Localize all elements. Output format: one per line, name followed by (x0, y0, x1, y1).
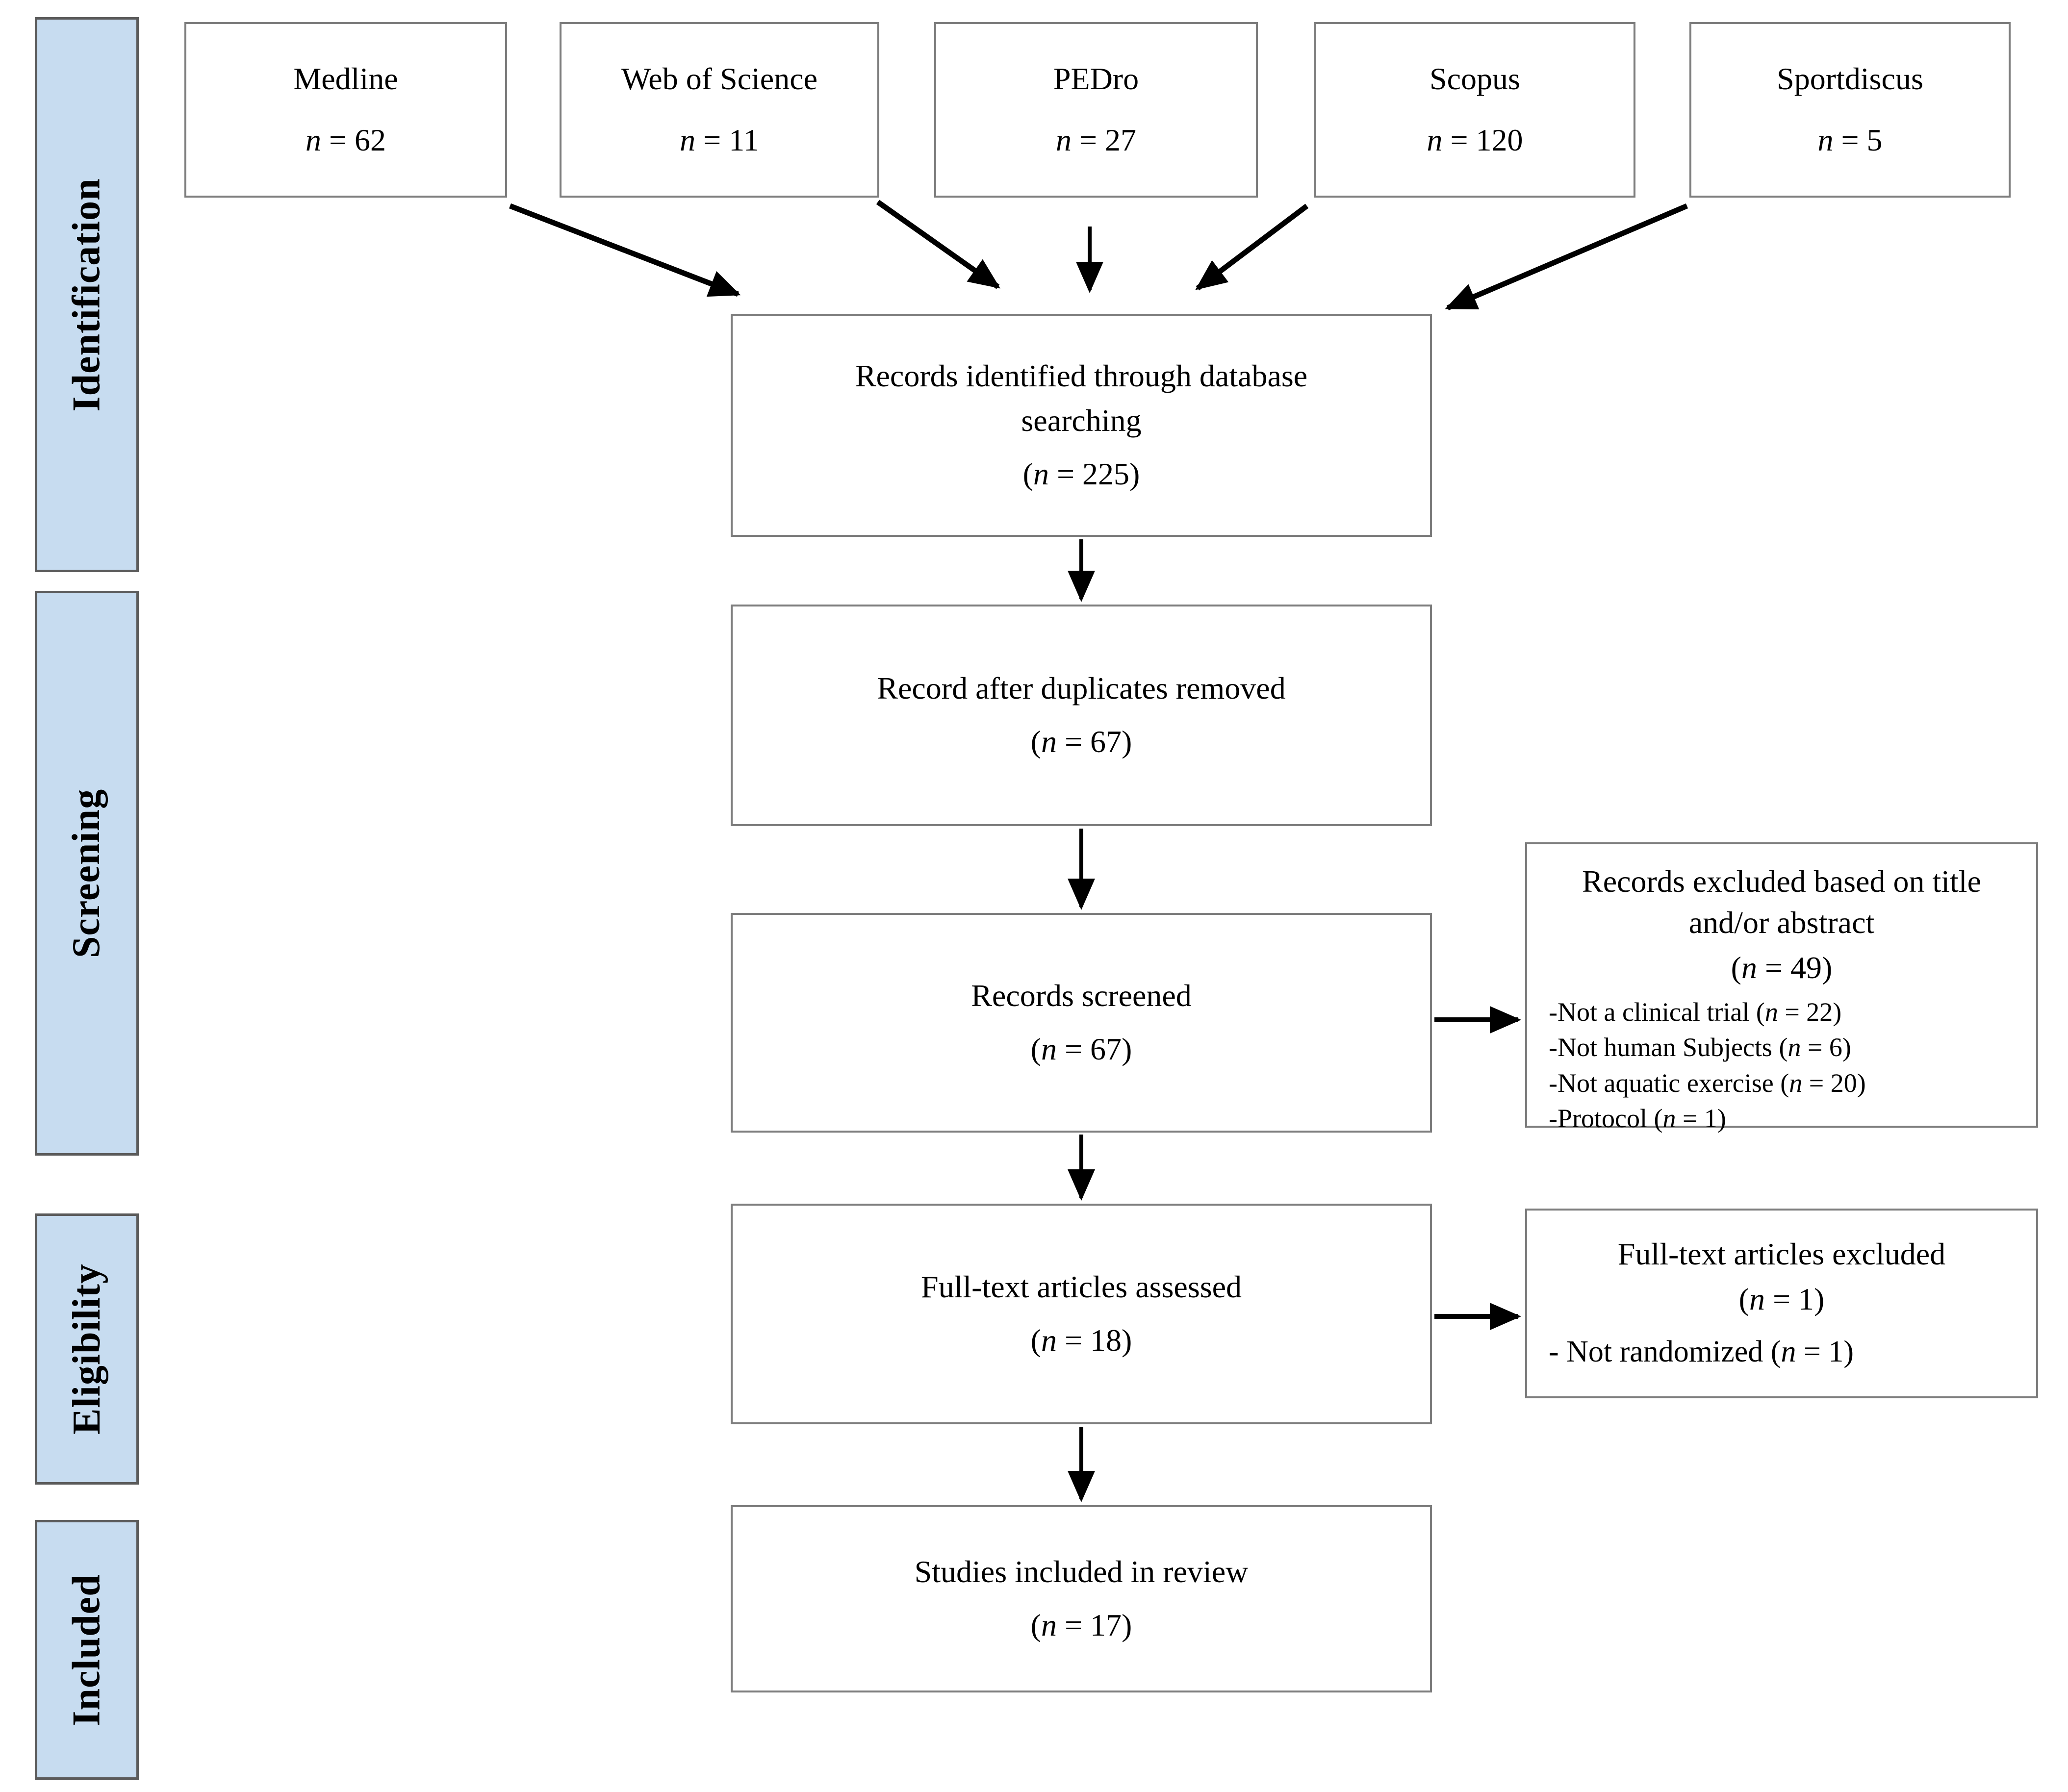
stage-included: Included (35, 1520, 139, 1780)
source-box-medline: Medline n = 62 (184, 22, 507, 198)
exclusion-count: (n = 49) (1731, 950, 1833, 985)
source-count: n = 62 (305, 123, 386, 157)
source-box-pedro: PEDro n = 27 (934, 22, 1258, 198)
flow-count: (n = 67) (1030, 724, 1132, 759)
source-box-web-of-science: Web of Science n = 11 (560, 22, 879, 198)
flow-box-records-identified: Records identified through database sear… (731, 314, 1432, 537)
source-count: n = 120 (1427, 123, 1523, 157)
exclusion-title: Records excluded based on title and/or a… (1582, 864, 1981, 940)
source-box-sportdiscus: Sportdiscus n = 5 (1689, 22, 2011, 198)
flow-count: (n = 67) (1030, 1032, 1132, 1066)
exclusion-reason: -Protocol (n = 1) (1549, 1103, 1726, 1133)
source-count: n = 27 (1055, 123, 1137, 157)
stage-identification: Identification (35, 17, 139, 572)
source-name: Sportdiscus (1777, 61, 1923, 97)
flow-text: Record after duplicates removed (877, 671, 1286, 706)
exclusion-reason: - Not randomized (n = 1) (1549, 1335, 1854, 1368)
source-count: n = 5 (1817, 123, 1883, 157)
exclusion-title: Full-text articles excluded (1617, 1237, 1946, 1272)
flow-box-records-screened: Records screened (n = 67) (731, 913, 1432, 1133)
exclusion-box-title-abstract: Records excluded based on title and/or a… (1525, 842, 2038, 1133)
stage-screening: Screening (35, 591, 139, 1156)
flow-box-fulltext-assessed: Full-text articles assessed (n = 18) (731, 1204, 1432, 1424)
source-name: Web of Science (621, 61, 817, 97)
stage-screening-label: Screening (65, 788, 108, 958)
source-count: n = 11 (680, 123, 759, 157)
exclusion-reason: -Not aquatic exercise (n = 20) (1549, 1068, 1866, 1098)
exclusion-reasons: -Not a clinical trial (n = 22) -Not huma… (1549, 994, 2015, 1136)
flow-box-studies-included: Studies included in review (n = 17) (731, 1505, 1432, 1692)
stage-eligibility-label: Eligibility (65, 1263, 108, 1435)
flow-text: Full-text articles assessed (920, 1269, 1242, 1305)
source-name: Scopus (1430, 61, 1520, 97)
flow-text: Studies included in review (914, 1554, 1249, 1590)
stage-identification-label: Identification (65, 177, 108, 412)
source-name: Medline (293, 61, 398, 97)
flow-count: (n = 18) (1030, 1323, 1132, 1358)
flow-text: Records screened (971, 978, 1192, 1013)
stage-included-label: Included (65, 1573, 108, 1726)
flow-count: (n = 17) (1030, 1608, 1132, 1642)
exclusion-reason: -Not a clinical trial (n = 22) (1549, 997, 1842, 1027)
exclusion-reason: -Not human Subjects (n = 6) (1549, 1033, 1851, 1062)
source-box-scopus: Scopus n = 120 (1314, 22, 1635, 198)
source-name: PEDro (1053, 61, 1139, 97)
flow-box-duplicates-removed: Record after duplicates removed (n = 67) (731, 605, 1432, 826)
stage-eligibility: Eligibility (35, 1213, 139, 1485)
exclusion-box-fulltext: Full-text articles excluded (n = 1) - No… (1525, 1209, 2038, 1398)
flow-count: (n = 225) (1022, 456, 1140, 491)
flow-text: Records identified through database sear… (855, 358, 1308, 438)
exclusion-count: (n = 1) (1738, 1281, 1825, 1316)
